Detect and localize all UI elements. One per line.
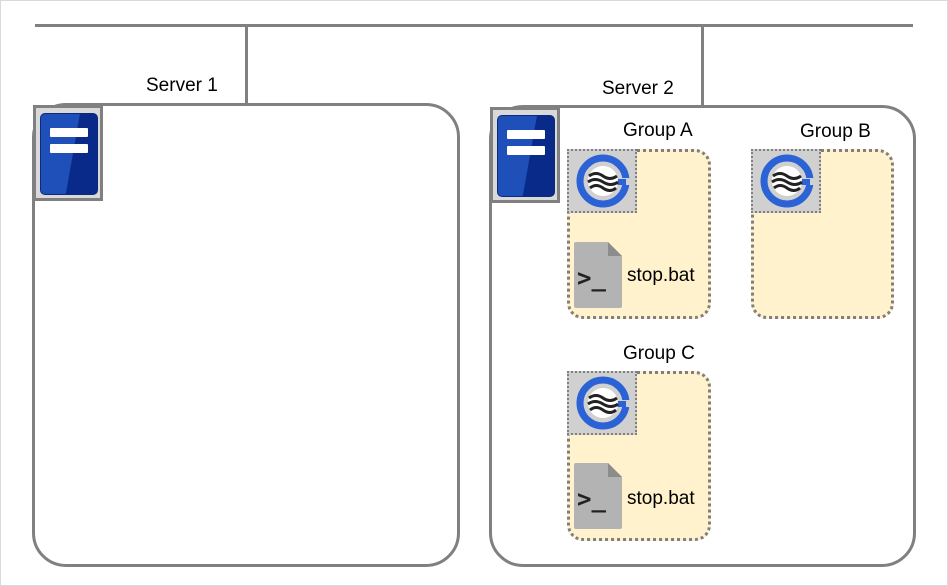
group-b-label: Group B bbox=[800, 121, 871, 142]
svg-text:>_: >_ bbox=[577, 264, 606, 292]
server-icon bbox=[490, 107, 560, 203]
script-file-icon: >_ bbox=[574, 463, 622, 529]
server1-connector bbox=[245, 26, 248, 105]
group-c-label: Group C bbox=[623, 343, 695, 364]
server-icon bbox=[33, 105, 103, 201]
network-line bbox=[35, 24, 913, 27]
svg-text:>_: >_ bbox=[577, 485, 606, 513]
g-logo-icon bbox=[751, 149, 821, 213]
server2-label: Server 2 bbox=[602, 78, 674, 99]
group-a-script-name: stop.bat bbox=[627, 265, 695, 286]
group-c-script-name: stop.bat bbox=[627, 488, 695, 509]
server1-box[interactable] bbox=[32, 103, 460, 567]
server1-label: Server 1 bbox=[146, 75, 218, 96]
g-logo-icon bbox=[567, 371, 637, 435]
script-file-icon: >_ bbox=[574, 242, 622, 308]
group-a-label: Group A bbox=[623, 120, 693, 141]
g-logo-icon bbox=[567, 149, 637, 213]
server2-connector bbox=[701, 26, 704, 107]
